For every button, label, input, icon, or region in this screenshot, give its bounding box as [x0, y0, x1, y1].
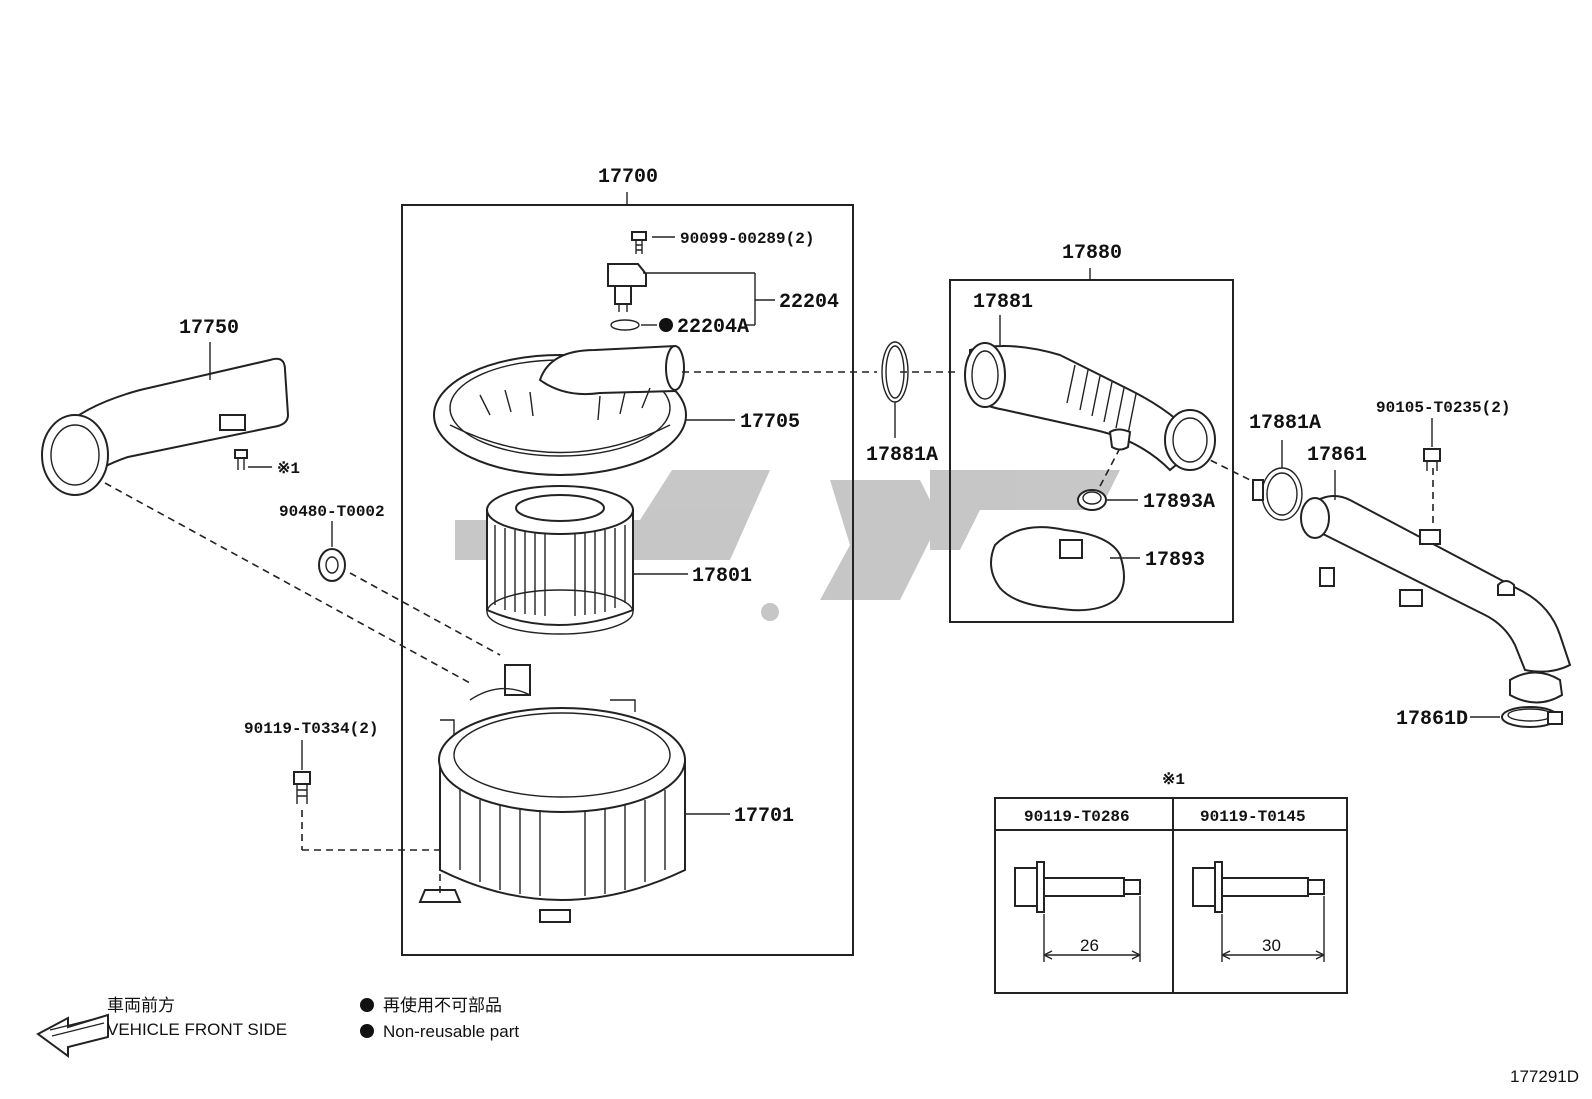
callout-17861: 17861: [1307, 444, 1367, 467]
callout-17801: 17801: [692, 565, 752, 588]
callout-90099: 90099-00289(2): [680, 230, 814, 248]
bolt-90105: 90105-T0235(2): [1376, 399, 1510, 471]
bolt-drawing-1: 26: [1014, 861, 1141, 962]
legend-direction-jp: 車両前方: [107, 996, 175, 1015]
inlet-duct-17750: ※1 17750: [41, 317, 300, 496]
clamp-17881A-right: 17881A: [1249, 412, 1321, 521]
bolt-drawing-2: 30: [1192, 861, 1325, 962]
nonreusable-dot: [659, 318, 673, 332]
filter-element-17801: 17801: [486, 485, 752, 635]
bullet-dot-icon: [360, 1024, 374, 1038]
callout-17881: 17881: [973, 291, 1033, 314]
callout-17881A-right: 17881A: [1249, 412, 1321, 435]
callout-17701: 17701: [734, 805, 794, 828]
resonator-17893: 17893: [990, 526, 1205, 612]
legend-direction-en: VEHICLE FRONT SIDE: [107, 1020, 287, 1039]
legend-nonreusable-en: Non-reusable part: [383, 1022, 519, 1041]
bolt-variant-table: ※1 90119-T0286 90119-T0145 26 30: [994, 771, 1348, 994]
callout-17705: 17705: [740, 411, 800, 434]
callout-17893A: 17893A: [1143, 491, 1215, 514]
callout-22204A: 22204A: [677, 316, 749, 339]
screw-90099: 90099-00289(2): [631, 230, 814, 254]
callout-17861D: 17861D: [1396, 708, 1468, 731]
clamp-17893A: 17893A: [1077, 489, 1215, 514]
callout-90480: 90480-T0002: [279, 503, 385, 521]
legend-nonreusable-jp: 再使用不可部品: [383, 995, 502, 1015]
intake-pipe-17861: 17861: [1300, 444, 1572, 704]
hose-assembly-frame: 17880: [949, 242, 1234, 623]
legend: 車両前方 VEHICLE FRONT SIDE 再使用不可部品 Non-reus…: [36, 995, 519, 1058]
callout-17750: 17750: [179, 317, 239, 340]
airflow-sensor-22204: 22204 22204A: [607, 263, 839, 339]
callout-17880: 17880: [1062, 242, 1122, 265]
callout-17893: 17893: [1145, 549, 1205, 572]
air-cleaner-case-17701: 17701: [418, 664, 794, 923]
front-arrow-icon: [36, 1013, 109, 1058]
bolt-90119-T0334: 90119-T0334(2): [244, 720, 378, 804]
table-col-1-part: 90119-T0286: [1024, 808, 1130, 826]
air-cleaner-assembly-frame: 17700: [401, 166, 854, 956]
grommet-90480: 90480-T0002: [279, 503, 385, 582]
table-col-2-part: 90119-T0145: [1200, 808, 1306, 826]
callout-mark1-left: ※1: [277, 460, 300, 478]
figure-code: 177291D: [1510, 1067, 1579, 1086]
air-cleaner-cover-17705: 17705: [433, 344, 800, 476]
callout-90119-T0334: 90119-T0334(2): [244, 720, 378, 738]
clamp-17861D: 17861D: [1396, 706, 1563, 731]
table-col-2-length: 30: [1262, 936, 1281, 955]
callout-17700: 17700: [598, 166, 658, 189]
callout-17881A-left: 17881A: [866, 444, 938, 467]
callout-22204: 22204: [779, 291, 839, 314]
callout-90105: 90105-T0235(2): [1376, 399, 1510, 417]
clamp-17881A-left: 17881A: [866, 341, 938, 467]
table-col-1-length: 26: [1080, 936, 1099, 955]
intake-hose-17881: 17881: [964, 291, 1216, 472]
table-mark: ※1: [1162, 771, 1185, 789]
bullet-dot-icon: [360, 998, 374, 1012]
connection-lines: [104, 371, 1434, 898]
